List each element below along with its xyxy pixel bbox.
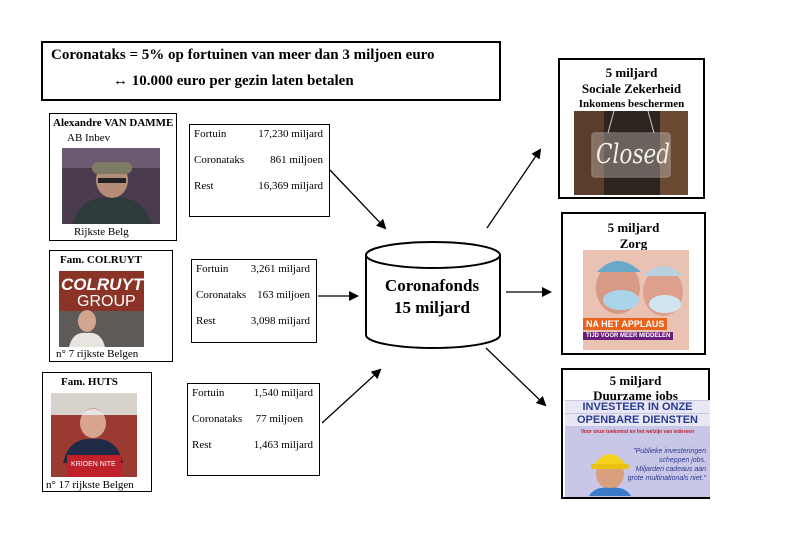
tax-label: Coronataks: [194, 154, 245, 166]
poster-quote: "Publieke investeringen scheppen jobs. M…: [628, 447, 706, 483]
poster-subtitle: Voor onze toekomst en het welzijn van ie…: [580, 429, 695, 435]
person-name: Fam. HUTS: [61, 376, 118, 388]
vandamme-photo: [62, 148, 160, 224]
output-sociale-zekerheid: 5 miljard Sociale Zekerheid Inkomens bes…: [558, 58, 705, 199]
poster-quote-line-2: scheppen jobs.: [658, 457, 706, 464]
jobs-poster: INVESTEER IN ONZE OPENBARE DIENSTEN Voor…: [565, 400, 710, 497]
closed-sign-text: Closed: [596, 139, 671, 170]
person-photo-icon: [51, 393, 137, 477]
output-amount: 5 miljard: [609, 373, 662, 388]
closed-sign-icon: [574, 111, 688, 195]
output-duurzame-jobs: 5 miljard Duurzame jobs INVESTEER IN ONZ…: [561, 368, 710, 499]
arrow-huts-to-fund: [321, 368, 382, 424]
output-title: Zorg: [619, 236, 648, 251]
fund-cylinder: [365, 241, 501, 349]
person-card-huts: Fam. HUTS KRIOEN NITE n° 17 rijkste Belg…: [42, 372, 152, 492]
output-subtitle: Inkomens beschermen: [578, 98, 685, 110]
person-name: Fam. COLRUYT: [60, 254, 142, 266]
zorg-banner-1: NA HET APPLAUS: [583, 318, 668, 330]
header-line-2: ↔ 10.000 euro per gezin laten betalen: [113, 73, 354, 89]
arrow-fund-to-jobs: [485, 347, 547, 407]
person-card-colruyt: Fam. COLRUYT COLRUYT GROUP n° 7 rijkste …: [49, 250, 173, 362]
worker-child-icon: [589, 454, 631, 496]
rest-label: Rest: [192, 439, 212, 451]
tax-value: 77 miljoen: [255, 413, 303, 425]
header-line-1: Coronataks = 5% op fortuinen van meer da…: [51, 47, 435, 63]
person-rank: Rijkste Belg: [74, 226, 129, 238]
person-company: AB Inbev: [67, 132, 111, 144]
rest-value: 3,098 miljard: [250, 315, 310, 327]
poster-title-1: INVESTEER IN ONZE: [565, 401, 710, 413]
arrow-vandamme-to-fund: [329, 169, 387, 230]
rest-value: 1,463 miljard: [253, 439, 313, 451]
header-box: Coronataks = 5% op fortuinen van meer da…: [41, 41, 501, 101]
poster-quote-line-3: Miljarden cadeaus aan: [635, 466, 706, 473]
output-amount: 5 miljard: [607, 220, 660, 235]
person-rank: n° 7 rijkste Belgen: [56, 348, 139, 360]
colruyt-photo: COLRUYT GROUP: [59, 271, 144, 347]
fortune-label: Fortuin: [196, 263, 229, 275]
fund-amount: 15 miljard: [393, 298, 471, 317]
fortune-value: 17,230 miljard: [258, 128, 323, 140]
rest-label: Rest: [194, 180, 214, 192]
arrow-fund-to-sociale: [486, 148, 542, 229]
colruyt-logo-line-1: COLRUYT: [61, 275, 144, 294]
colruyt-logo-line-2: GROUP: [77, 293, 136, 310]
closed-sign-photo: Closed: [574, 111, 688, 195]
huts-photo: KRIOEN NITE: [51, 393, 137, 477]
finance-box-vandamme: Fortuin 17,230 miljard Coronataks 861 milj…: [189, 124, 330, 217]
person-rank: n° 17 rijkste Belgen: [46, 479, 134, 491]
zorg-banner-2: TIJD VOOR MEER MIDDELEN: [583, 332, 674, 340]
zorg-photo: NA HET APPLAUS TIJD VOOR MEER MIDDELEN: [583, 250, 689, 350]
person-card-vandamme: Alexandre VAN DAMME AB Inbev Rijkste Bel…: [49, 113, 177, 241]
output-title: Sociale Zekerheid: [581, 81, 682, 96]
tax-value: 861 miljoen: [270, 154, 323, 166]
output-zorg: 5 miljard Zorg NA HET APPLAUS TIJD VOOR …: [561, 212, 706, 355]
tax-label: Coronataks: [192, 413, 243, 425]
huts-logo-text: KRIOEN NITE: [71, 461, 116, 468]
person-name: Alexandre VAN DAMME: [53, 117, 174, 129]
output-amount: 5 miljard: [605, 65, 658, 80]
tax-label: Coronataks: [196, 289, 247, 301]
fortune-label: Fortuin: [192, 387, 225, 399]
output-title: Duurzame jobs: [593, 388, 678, 403]
poster-quote-line-1: "Publieke investeringen: [633, 448, 706, 455]
fortune-label: Fortuin: [194, 128, 227, 140]
person-photo-icon: [59, 271, 144, 347]
rest-value: 16,369 miljard: [258, 180, 323, 192]
tax-value: 163 miljoen: [257, 289, 310, 301]
fortune-value: 3,261 miljard: [250, 263, 310, 275]
rest-label: Rest: [196, 315, 216, 327]
finance-box-huts: Fortuin 1,540 miljard Coronataks 77 miljoe…: [187, 383, 320, 476]
poster-title-2: OPENBARE DIENSTEN: [565, 414, 710, 426]
fund-title: Coronafonds: [384, 276, 480, 295]
finance-box-colruyt: Fortuin 3,261 miljard Coronataks 163 miljo…: [191, 259, 317, 343]
person-photo-icon: [62, 148, 160, 224]
poster-quote-line-4: grote multinationals niet.": [627, 475, 706, 482]
fortune-value: 1,540 miljard: [253, 387, 313, 399]
